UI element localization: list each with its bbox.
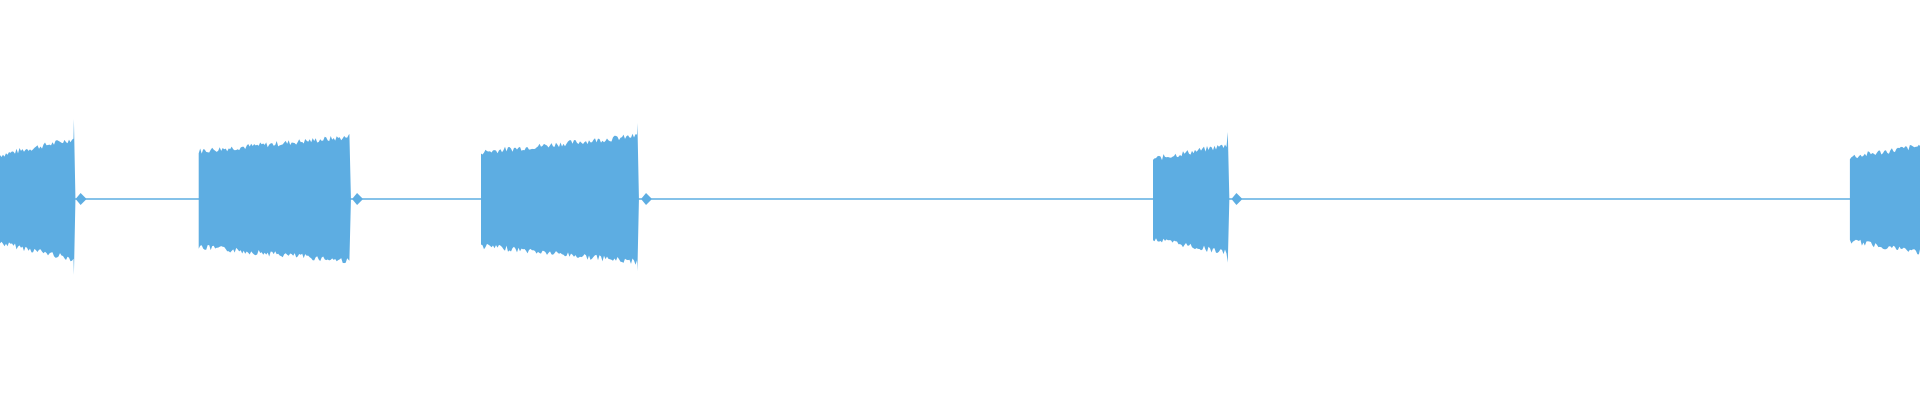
waveform-blip-1	[75, 193, 87, 205]
waveform-blip-4	[1231, 193, 1243, 205]
waveform-segment-4	[1153, 132, 1230, 263]
waveform-blip-2	[352, 193, 364, 205]
waveform-segment-1	[0, 119, 76, 275]
waveform-segment-2	[198, 134, 351, 264]
waveform-segment-3	[481, 123, 639, 272]
waveform-segment-5	[1849, 144, 1920, 255]
waveform-blip-3	[641, 193, 653, 205]
